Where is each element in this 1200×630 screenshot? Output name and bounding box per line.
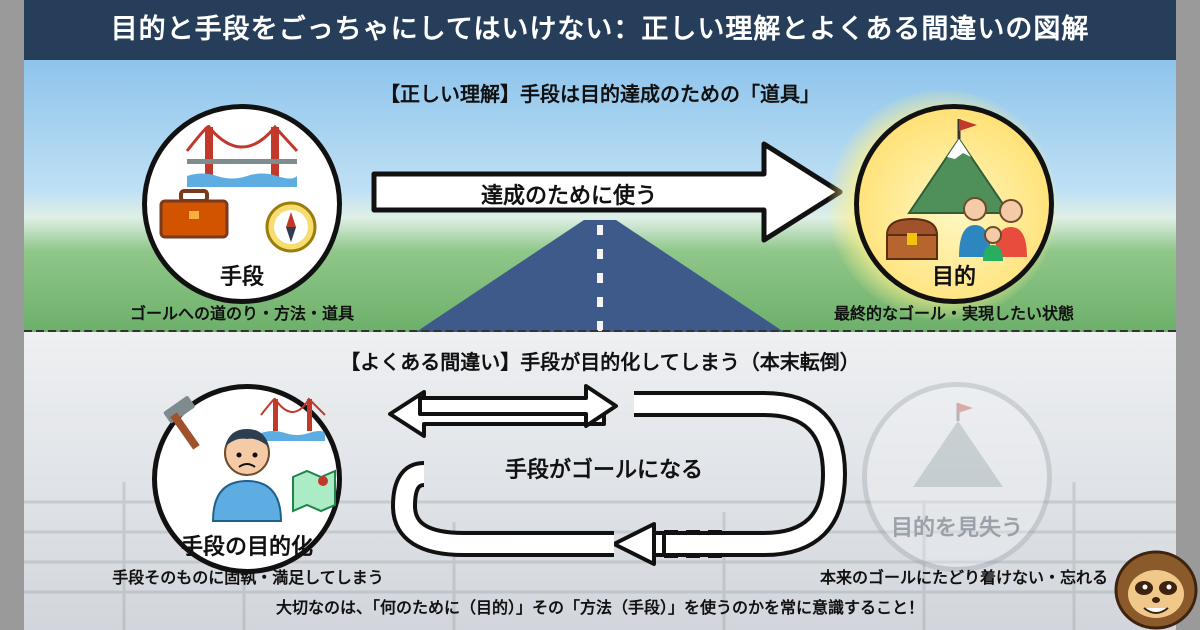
means-circle: 手段 — [142, 104, 342, 304]
correct-heading: 【正しい理解】手段は目的達成のための「道具」 — [380, 82, 820, 106]
treasure-chest-icon — [885, 217, 939, 260]
bridge-icon — [185, 124, 299, 187]
goal-label: 目的 — [931, 265, 976, 290]
hammer-icon — [163, 396, 200, 450]
infographic-panel: 目的と手段をごっちゃにしてはいけない：正しい理解とよくある間違いの図解 【正しい… — [24, 0, 1176, 630]
loop-label: 手段がゴールになる — [504, 458, 703, 483]
worried-person-icon — [211, 429, 283, 522]
achieve-arrow — [371, 141, 843, 243]
map-icon — [292, 469, 336, 513]
compass-icon — [265, 201, 317, 253]
bridge-icon — [260, 397, 326, 441]
loop-arrows — [388, 384, 848, 566]
family-icon — [959, 197, 1027, 261]
lost-goal-caption: 本来のゴールにたどり着けない・忘れる — [819, 568, 1108, 587]
achieve-arrow-label: 達成のために使う — [480, 184, 657, 209]
lost-goal-label: 目的を見失う — [890, 516, 1023, 541]
means-fixation-circle: 手段の目的化 — [152, 384, 342, 574]
sloth-mascot-icon — [1114, 550, 1198, 630]
goal-circle: 目的 — [854, 104, 1054, 304]
correct-section: 【正しい理解】手段は目的達成のための「道具」 手段 — [24, 60, 1176, 332]
page-title: 目的と手段をごっちゃにしてはいけない：正しい理解とよくある間違いの図解 — [24, 0, 1176, 60]
mountain-flag-icon — [913, 403, 1003, 487]
toolbox-icon — [159, 189, 229, 239]
means-caption: ゴールへの道のり・方法・道具 — [129, 304, 354, 323]
lost-goal-circle — [862, 382, 1052, 572]
road-illustration — [416, 220, 784, 332]
means-label: 手段 — [219, 265, 264, 290]
mountain-flag-icon — [907, 119, 1011, 214]
means-fixation-label: 手段の目的化 — [180, 535, 313, 560]
goal-caption: 最終的なゴール・実現したい状態 — [833, 304, 1074, 323]
mistake-heading: 【よくある間違い】手段が目的化してしまう（本末転倒） — [340, 350, 860, 374]
footer-message: 大切なのは、「何のために（目的）」その「方法（手段）」を使うのかを常に意識するこ… — [275, 598, 924, 617]
means-fixation-caption: 手段そのものに固執・満足してしまう — [112, 568, 384, 587]
mistake-section: 【よくある間違い】手段が目的化してしまう（本末転倒） — [24, 332, 1176, 630]
